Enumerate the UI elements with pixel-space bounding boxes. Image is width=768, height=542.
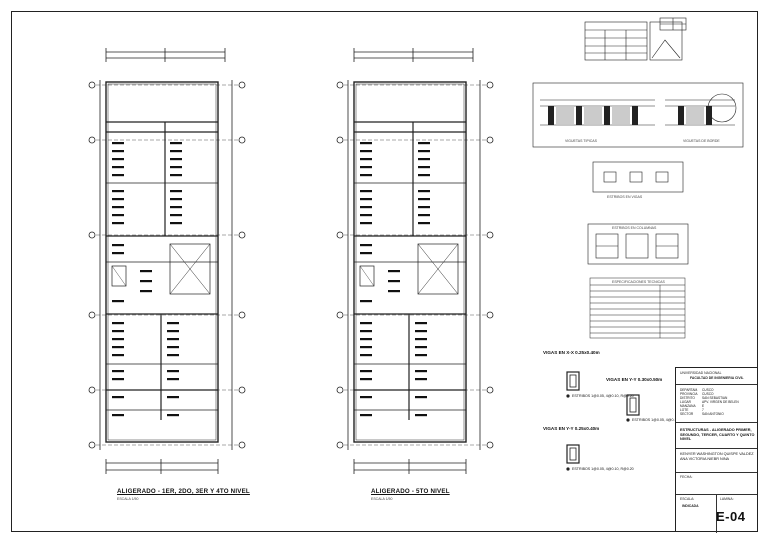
beam-section-3-label: VIGAS EN Y-Y 0.25x0.40m (543, 426, 600, 431)
plan-2-joists (360, 142, 430, 417)
detail-column-stirrups (587, 223, 689, 265)
title-block-scale-value: INDICADA (682, 504, 699, 508)
detail-specifications (589, 277, 686, 339)
beam-section-2-label: VIGAS EN Y-Y 0.30x0.50m (606, 377, 663, 382)
title-block-sheet-label: LAMINA: (720, 497, 734, 501)
title-block-date-label: FECHA: (680, 475, 693, 479)
plan-1-title: ALIGERADO - 1ER, 2DO, 3ER Y 4TO NIVEL (117, 488, 250, 495)
beam-section-3-note: ESTRIBOS 1@0.05, 4@0.10, R@0.20 (572, 467, 634, 471)
caption-estribos-columnas: ESTRIBOS EN COLUMNAS (612, 226, 657, 230)
title-block-institution: FACULTAD DE INGENIERIA CIVIL (690, 376, 744, 380)
beam-section-1-note: ESTRIBOS 1@0.05, 4@0.10, R@0.20 (572, 394, 634, 398)
beam-section-2-note: ESTRIBOS 1@0.05, 4@0.10, R@0.20 (632, 418, 694, 422)
drawing-sheet-border (11, 11, 758, 532)
title-block: UNIVERSIDAD NACIONAL FACULTAD DE INGENIE… (675, 367, 758, 533)
plan-1-joists (112, 142, 182, 417)
title-block-authors: KENYER WASHINGTON QUISPE VALDEZ ANA VICT… (680, 452, 754, 461)
title-block-field: DEPARTAM.CUSCO (680, 388, 714, 392)
plan-2 (336, 48, 494, 450)
caption-viguetas-borde: VIGUETAS DE BORDE (683, 139, 720, 143)
caption-viguetas-tipicas: VIGUETAS TIPICAS (565, 139, 597, 143)
sheet-code: E-04 (716, 509, 746, 524)
detail-anchor-table (584, 17, 687, 61)
plan-2-title: ALIGERADO - 5TO NIVEL (371, 488, 450, 495)
title-block-project: ESTRUCTURAS - ALIGERADO PRIMER, SEGUNDO,… (680, 428, 755, 441)
plan-1-scale: ESCALA 1/50 (117, 497, 139, 501)
title-block-header: UNIVERSIDAD NACIONAL (680, 371, 722, 375)
caption-estribos-vigas: ESTRIBOS EN VIGAS (607, 195, 643, 199)
beam-section-1-label: VIGAS EN X-X 0.25x0.40m (543, 350, 600, 355)
plan-2-scale: ESCALA 1/50 (371, 497, 393, 501)
caption-especificaciones: ESPECIFICACIONES TECNICAS (612, 280, 665, 284)
title-block-scale-label: ESCALA: (680, 497, 695, 501)
detail-beam-stirrups (592, 161, 684, 193)
plan-1 (88, 48, 246, 450)
beam-sections (566, 371, 640, 464)
